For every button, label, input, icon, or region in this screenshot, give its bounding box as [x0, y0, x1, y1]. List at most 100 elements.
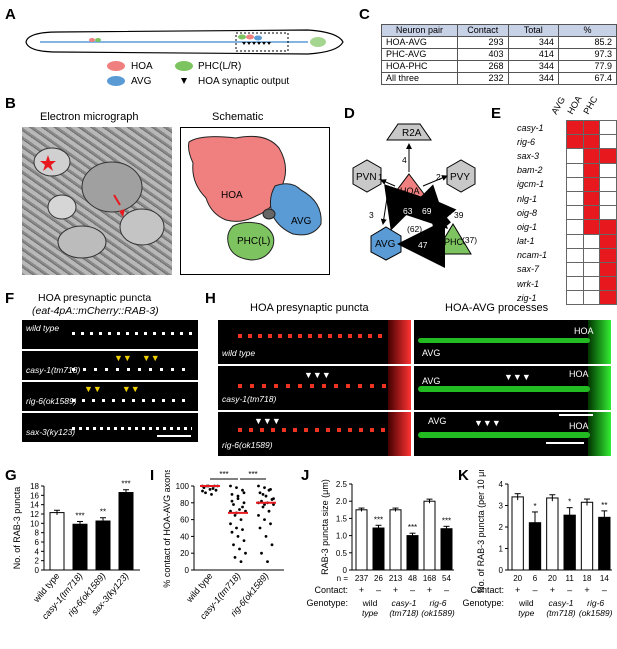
f-label-wildtype: wild type — [26, 323, 60, 333]
gene-row: rig-6 — [517, 134, 617, 150]
cell: 293 — [456, 36, 509, 49]
data-point — [239, 518, 243, 521]
n-value: 11 — [566, 574, 575, 583]
expression-cell — [582, 219, 601, 235]
expression-cell — [599, 119, 617, 136]
f-image-rig6: ▼▼ ▼▼ rig-6(ok1589) — [22, 382, 198, 411]
gene-row: zig-1 — [517, 290, 617, 306]
schematic-avg-label: AVG — [291, 216, 312, 227]
f-label-casy1: casy-1(tm718) — [26, 365, 81, 375]
expression-cell — [566, 247, 584, 263]
contact-table: Neuron pair Contact Total % HOA-AVG 293 … — [381, 24, 617, 85]
y-tick-label: 2 — [499, 523, 504, 532]
gene-row: oig-1 — [517, 219, 617, 235]
h-green-rig6: ▼▼▼ HOA AVG — [414, 412, 611, 456]
expression-cell — [566, 205, 584, 221]
f-label-sax3: sax-3(ky123) — [26, 427, 76, 437]
table-row: PHC-AVG 403 414 97.3 — [381, 48, 617, 61]
y-tick-label: 14 — [30, 501, 39, 510]
panel-letter-b: B — [5, 95, 16, 112]
gene-name: nlg-1 — [517, 193, 538, 204]
y-tick-label: 80 — [180, 499, 189, 508]
schematic-hoa-label: HOA — [221, 190, 243, 201]
contact-value: – — [376, 585, 381, 595]
expression-cell — [599, 205, 617, 221]
genotype-row-label: Genotype: — [462, 598, 504, 608]
data-point — [270, 543, 274, 547]
bar — [546, 497, 559, 571]
gene-name: lat-1 — [517, 236, 535, 247]
gene-row: sax-7 — [517, 261, 617, 278]
n-value: 20 — [513, 574, 522, 583]
data-point — [261, 505, 265, 509]
contact-value: – — [602, 585, 607, 595]
expression-cell — [599, 134, 617, 150]
data-point — [242, 539, 246, 542]
gene-name: wrk-1 — [517, 278, 539, 289]
y-tick-label: 0 — [35, 566, 40, 575]
data-point — [236, 497, 240, 500]
data-point — [235, 486, 238, 490]
gene-name: oig-8 — [517, 207, 538, 218]
y-tick-label: 3 — [499, 502, 504, 511]
col-hoa: HOA — [565, 94, 584, 116]
panel-letter-k: K — [458, 467, 469, 484]
gene-name: ncam-1 — [517, 250, 548, 261]
col-phc: PHC — [581, 94, 600, 116]
expression-cell — [566, 190, 584, 207]
contact-value: – — [567, 585, 572, 595]
edge-label-37: (37) — [462, 235, 478, 245]
significance-label: *** — [75, 511, 84, 520]
expression-cell — [582, 190, 601, 207]
contact-value: + — [550, 585, 555, 595]
gene-row: sax-3 — [517, 148, 617, 164]
significance-label: * — [568, 498, 571, 507]
cell: 232 — [456, 72, 509, 85]
data-point — [269, 522, 272, 526]
y-axis-label: No. of RAB-3 puncta (per 10 μm) — [476, 470, 486, 593]
f-label-rig6: rig-6(ok1589) — [26, 396, 77, 406]
n-value: 48 — [408, 574, 417, 583]
edge-label-2: 2 — [436, 172, 441, 182]
node-r2a — [386, 123, 432, 141]
expression-cell — [599, 148, 617, 164]
bar — [95, 520, 111, 571]
expression-cell — [566, 276, 584, 292]
cell: 268 — [456, 60, 509, 73]
y-tick-label: 4 — [35, 547, 40, 556]
col-header-pair: Neuron pair — [381, 24, 458, 37]
schematic-phc-label: PHC(L) — [237, 236, 271, 247]
y-tick-label: 16 — [30, 491, 39, 500]
expression-cell — [566, 290, 584, 306]
expression-cell — [582, 148, 601, 164]
hoa-soma — [246, 34, 254, 40]
y-tick-label: 12 — [30, 510, 39, 519]
data-point — [230, 493, 234, 496]
bar — [406, 535, 419, 571]
em-arrow-marker — [119, 209, 125, 217]
h-label-hoa-1: HOA — [574, 326, 594, 336]
y-tick-label: 20 — [180, 549, 189, 558]
data-point — [236, 494, 240, 498]
bar — [563, 514, 576, 571]
expression-cell — [599, 261, 617, 278]
h-green-casy1: ▼▼▼ HOA AVG — [414, 366, 611, 410]
y-tick-label: 2.5 — [336, 480, 348, 489]
genotype-label: casy-1 — [391, 598, 416, 608]
worm-schematic — [25, 29, 344, 86]
expression-cell — [582, 134, 601, 150]
significance-label: ** — [601, 501, 607, 510]
y-tick-label: 1 — [499, 545, 504, 554]
edge-label-63: 63 — [403, 206, 413, 216]
expression-cell — [582, 119, 601, 136]
expression-cell — [582, 247, 601, 263]
y-tick-label: 60 — [180, 516, 189, 525]
bar — [372, 527, 385, 571]
cell: HOA-PHC — [381, 60, 458, 73]
gene-name: sax-3 — [517, 150, 540, 161]
data-point — [242, 501, 246, 505]
panel-letter-c: C — [359, 6, 370, 23]
